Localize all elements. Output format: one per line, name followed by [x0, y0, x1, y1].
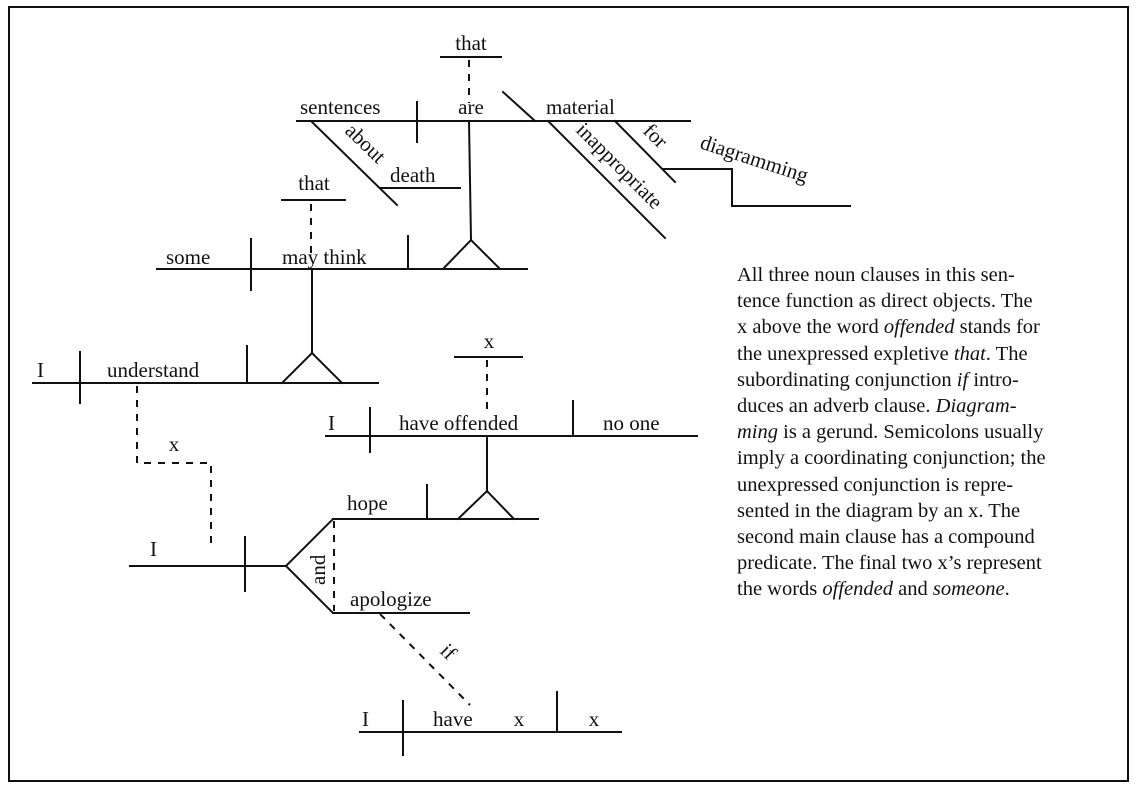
caption-line: predicate. The final two x’s represent [737, 550, 1117, 576]
caption-text: imply a coordinating conjunction; the [737, 447, 1046, 470]
complement-slash [501, 90, 537, 123]
clause-sentences-are-material: that sentences are material about death … [296, 31, 851, 242]
word-are: are [458, 95, 484, 119]
word-x-obj: x [589, 707, 600, 731]
caption-line: the unexpressed expletive that. The [737, 341, 1117, 367]
caption-text: tence function as direct objects. The [737, 290, 1033, 313]
caption-line: subordinating conjunction if intro- [737, 367, 1117, 393]
word-death: death [390, 163, 436, 187]
caption-text: . [1004, 578, 1010, 601]
word-sentences: sentences [300, 95, 380, 119]
caption-italic-term: Diagram- [935, 395, 1017, 418]
caption-text: unexpressed conjunction is repre- [737, 473, 1014, 496]
clause-i-hope-and-apologize: I and hope apologize if [129, 484, 539, 706]
pedestal-triangle [441, 238, 502, 271]
caption-text: the unexpressed expletive [737, 342, 954, 365]
gerund-step-line [663, 168, 851, 207]
caption-line: All three noun clauses in this sen- [737, 262, 1117, 288]
caption-italic-term: if [956, 368, 969, 391]
word-if: if [435, 639, 461, 665]
word-have-offended: have offended [399, 411, 519, 435]
caption-text: sented in the diagram by an x. The [737, 499, 1021, 522]
caption-italic-term: someone [932, 578, 1005, 601]
conjunction-connector [136, 386, 212, 550]
caption-text: . The [985, 342, 1028, 365]
pedestal-triangle [280, 351, 344, 385]
caption-line: tence function as direct objects. The [737, 288, 1117, 314]
word-apologize: apologize [350, 587, 432, 611]
caption-text: subordinating conjunction [737, 368, 957, 391]
caption-text: predicate. The final two x’s represent [737, 552, 1042, 575]
word-x-above: x [484, 329, 495, 353]
word-understand: understand [107, 358, 200, 382]
caption-italic-term: offended [883, 316, 955, 339]
word-that-top: that [455, 31, 487, 55]
clause-i-have-offended: x I have offended no one [325, 329, 698, 492]
word-for: for [638, 119, 672, 153]
word-have: have [433, 707, 473, 731]
word-hope: hope [347, 491, 388, 515]
caption-text: second main clause has a compound [737, 526, 1035, 549]
word-x-conj: x [169, 432, 180, 456]
word-i-1: I [37, 358, 44, 382]
word-and: and [306, 554, 330, 585]
word-i-2: I [328, 411, 335, 435]
word-i-4: I [362, 707, 369, 731]
word-x-verb: x [514, 707, 525, 731]
caption-text: All three noun clauses in this sen- [737, 264, 1015, 286]
caption-italic-term: offended [822, 578, 893, 601]
fork-lower [284, 564, 335, 615]
modifier-about-slant [309, 119, 399, 207]
caption-line: x above the word offended stands for [737, 314, 1117, 340]
noun-clause-stem [467, 119, 473, 242]
explanation-caption: All three noun clauses in this sen-tence… [737, 262, 1117, 603]
word-may-think: may think [282, 245, 367, 269]
clause-some-may-think: that some may think [156, 171, 528, 354]
caption-line: sented in the diagram by an x. The [737, 498, 1117, 524]
word-material: material [546, 95, 615, 119]
caption-line: imply a coordinating conjunction; the [737, 445, 1117, 471]
caption-line: duces an adverb clause. Diagram- [737, 393, 1117, 419]
caption-line: unexpressed conjunction is repre- [737, 472, 1117, 498]
figure-border [8, 6, 1129, 782]
word-no-one: no one [603, 411, 660, 435]
caption-text: x above the word [737, 316, 884, 339]
word-diagramming: diagramming [697, 130, 811, 188]
caption-text: is a gerund. Semicolons usually [778, 421, 1044, 444]
caption-line: second main clause has a compound [737, 524, 1117, 550]
clause-i-understand: I understand x [32, 345, 379, 550]
clause-i-have-x-x: I have x x [359, 691, 622, 756]
caption-italic-term: that [953, 342, 986, 365]
word-i-3: I [150, 537, 157, 561]
caption-line: the words offended and someone. [737, 576, 1117, 602]
caption-text: and [893, 578, 933, 601]
caption-italic-term: ming [737, 421, 778, 444]
modifier-inappropriate-slant [546, 119, 667, 240]
pedestal-triangle [456, 489, 516, 521]
caption-line: ming is a gerund. Semicolons usually [737, 419, 1117, 445]
fork-upper [284, 517, 335, 568]
adverb-clause-connector [379, 613, 471, 706]
caption-text: stands for [954, 316, 1040, 339]
caption-text: intro- [968, 368, 1019, 391]
caption-text: the words [737, 578, 823, 601]
modifier-for-slant [613, 119, 677, 184]
word-some: some [166, 245, 210, 269]
word-about: about [341, 118, 391, 168]
caption-text: duces an adverb clause. [737, 395, 936, 418]
word-that-mid: that [298, 171, 330, 195]
